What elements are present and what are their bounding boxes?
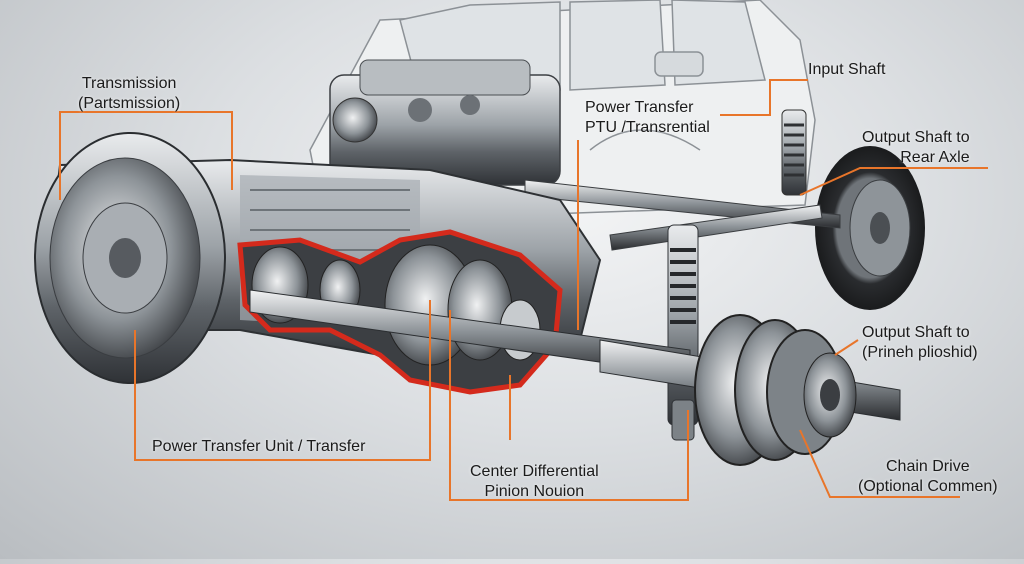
label-input-shaft-text: Input Shaft [808, 61, 886, 78]
label-transmission-line2: (Partsmission) [78, 95, 181, 112]
leader-transmission [59, 111, 233, 200]
label-ptu-line1: Power Transfer [585, 99, 694, 116]
label-power-transfer-unit: Power Transfer Unit / Transfer [152, 437, 365, 457]
label-transmission: Transmission (Partsmission) [78, 74, 180, 114]
front-shock [667, 224, 699, 441]
callout-lines [59, 79, 988, 501]
label-center-diff-line2: Pinion Nouion [484, 483, 585, 500]
leader-power-transfer-unit [134, 300, 431, 461]
label-ptu-line2: PTU /Transrential [585, 119, 710, 136]
rear-shock [781, 109, 807, 196]
leader-input-shaft [720, 79, 808, 116]
label-center-diff: Center Differential Pinion Nouion [470, 462, 599, 502]
label-output-rear-line2: Rear Axle [900, 149, 970, 166]
label-output-front: Output Shaft to (Prinеh plioshid) [862, 323, 978, 363]
label-output-rear-line1: Output Shaft to [862, 129, 970, 146]
label-power-transfer-unit-text: Power Transfer Unit / Transfer [152, 438, 366, 455]
label-input-shaft: Input Shaft [808, 60, 885, 80]
label-center-diff-line1: Center Differential [470, 463, 599, 480]
rear-wheel [815, 146, 925, 310]
leader-chain-drive [799, 429, 960, 498]
leader-output-front [834, 339, 859, 356]
label-chain-drive-line2: (Optional Commen) [858, 478, 998, 495]
chain-drive-assembly [694, 314, 857, 466]
label-output-rear: Output Shaft to Rear Axle [862, 128, 970, 168]
rear-driveshaft [524, 179, 841, 251]
label-ptu: Power Transfer PTU /Transrential [585, 98, 710, 138]
leader-center-diff [449, 310, 689, 501]
leader-output-rear [799, 167, 988, 196]
label-chain-drive: Chain Drive (Optional Commen) [858, 457, 998, 497]
bell-housing [34, 132, 226, 384]
label-output-front-line1: Output Shaft to [862, 324, 970, 341]
label-chain-drive-line1: Chain Drive [886, 458, 970, 475]
engine-block [329, 59, 561, 186]
label-output-front-line2: (Prinеh plioshid) [862, 344, 978, 361]
label-transmission-line1: Transmission [81, 75, 177, 92]
